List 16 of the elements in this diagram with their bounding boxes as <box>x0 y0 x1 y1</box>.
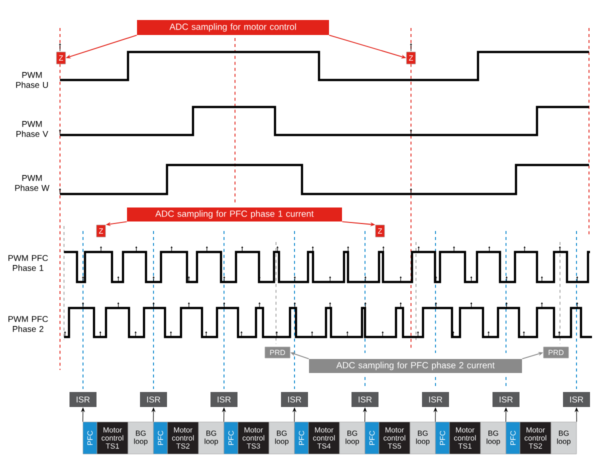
isr-box: ISR <box>422 392 449 407</box>
isr-box: ISR <box>352 392 378 407</box>
isr-box: ISR <box>281 392 308 407</box>
signal-label: PWM Phase U <box>16 72 48 88</box>
isr-box: ISR <box>492 392 520 407</box>
isr-box: ISR <box>210 392 238 407</box>
isr-box: ISR <box>563 392 590 407</box>
isr-box: ISR <box>140 392 167 407</box>
banner: ADC sampling for PFC phase 1 current <box>127 208 342 222</box>
signal-label: PWM Phase V <box>16 121 48 137</box>
banner: ADC sampling for PFC phase 2 current <box>309 359 522 373</box>
signal-label: PWM PFC Phase 1 <box>8 255 48 271</box>
banner: ADC sampling for motor control <box>137 20 329 35</box>
isr-box: ISR <box>70 392 96 407</box>
signal-label: PWM PFC Phase 2 <box>8 316 48 332</box>
signal-label: PWM Phase W <box>15 175 50 191</box>
